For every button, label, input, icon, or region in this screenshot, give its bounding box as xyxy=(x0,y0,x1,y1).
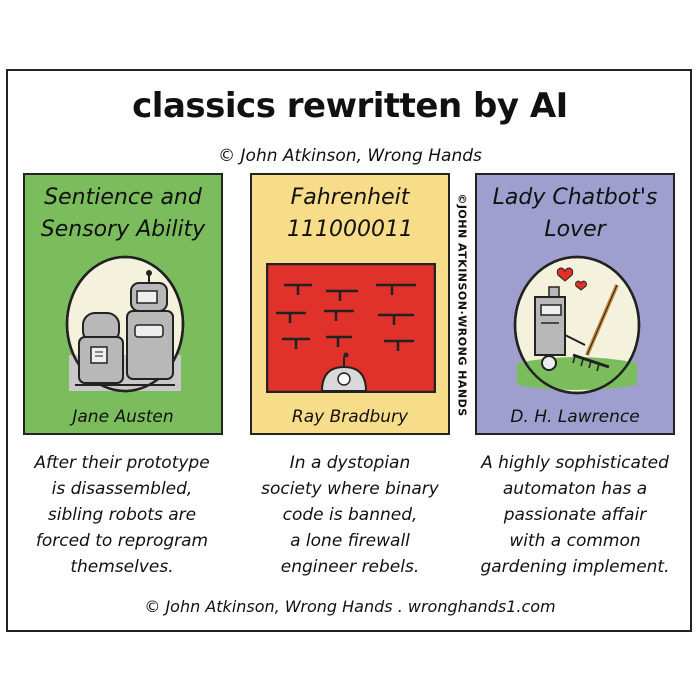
top-credit: © John Atkinson, Wrong Hands xyxy=(218,146,482,166)
vertical-credit-text: ©JOHN ATKINSON·WRONG HANDS xyxy=(455,193,469,417)
description-line: engineer rebels. xyxy=(280,557,420,577)
description-line: society where binary xyxy=(261,479,439,499)
book-author: D. H. Lawrence xyxy=(510,407,640,427)
description-line: After their prototype xyxy=(34,453,210,473)
book-cover-lady-chatbot: Lady Chatbot's Lover D. H. Lawrence xyxy=(475,173,675,435)
description-line: sibling robots are xyxy=(47,505,197,525)
book-title-line2: 111000011 xyxy=(287,217,413,242)
book-cover-sentience: Sentience and Sensory Ability Jane Auste… xyxy=(23,173,223,435)
book-description-sentience: After their prototype is disassembled, s… xyxy=(17,450,227,580)
book-title-line2: Lover xyxy=(544,217,606,242)
description-line: code is banned, xyxy=(282,505,418,525)
book-author: Ray Bradbury xyxy=(291,407,409,427)
robot-rake-illustration xyxy=(513,255,641,395)
book-author: Jane Austen xyxy=(72,407,174,427)
book-cover-fahrenheit: Fahrenheit 111000011 Ray Bradbury xyxy=(250,173,450,435)
robots-illustration xyxy=(65,255,185,393)
description-line: with a common xyxy=(509,531,641,551)
description-line: A highly sophisticated xyxy=(481,453,669,473)
description-line: themselves. xyxy=(70,557,174,577)
comic-title: classics rewritten by AI xyxy=(132,86,568,126)
book-title-line1: Fahrenheit xyxy=(290,185,410,210)
description-line: forced to reprogram xyxy=(35,531,209,551)
description-line: In a dystopian xyxy=(289,453,411,473)
firewall-illustration xyxy=(266,263,436,393)
vertical-credit: ©JOHN ATKINSON·WRONG HANDS xyxy=(451,175,473,435)
book-description-lady-chatbot: A highly sophisticated automaton has a p… xyxy=(470,450,680,580)
book-title-line2: Sensory Ability xyxy=(40,217,206,242)
description-line: passionate affair xyxy=(503,505,647,525)
book-title-line1: Lady Chatbot's xyxy=(492,185,658,210)
description-line: a lone firewall xyxy=(290,531,410,551)
description-line: automaton has a xyxy=(502,479,648,499)
book-description-fahrenheit: In a dystopian society where binary code… xyxy=(245,450,455,580)
bottom-credit: © John Atkinson, Wrong Hands . wronghand… xyxy=(144,597,556,616)
book-title-line1: Sentience and xyxy=(44,185,202,210)
description-line: gardening implement. xyxy=(480,557,670,577)
description-line: is disassembled, xyxy=(51,479,193,499)
